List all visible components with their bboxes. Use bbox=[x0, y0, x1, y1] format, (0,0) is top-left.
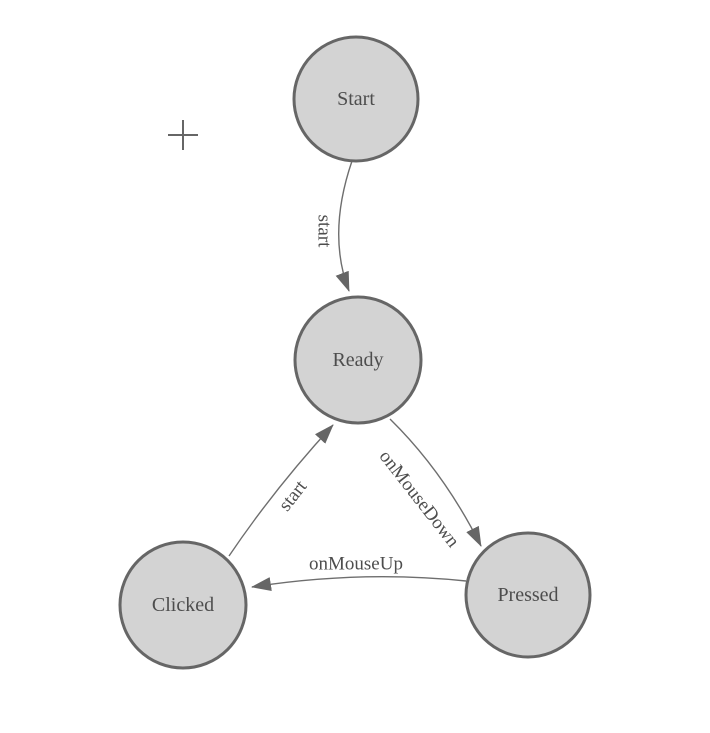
state-node-label: Clicked bbox=[152, 594, 214, 616]
state-node-label: Ready bbox=[332, 349, 383, 371]
transition-line[interactable] bbox=[389, 418, 482, 547]
state-circle[interactable] bbox=[118, 540, 248, 670]
transition-edge-start-to-ready[interactable]: start bbox=[314, 160, 353, 292]
transition-edge-pressed-to-clicked[interactable]: onMouseUp bbox=[251, 554, 467, 591]
state-node-label: Pressed bbox=[497, 584, 558, 606]
state-circle[interactable] bbox=[292, 35, 420, 163]
state-node-start[interactable]: Start bbox=[292, 35, 420, 163]
transition-label: onMouseUp bbox=[309, 554, 403, 575]
transition-label: start bbox=[275, 476, 312, 515]
state-circle[interactable] bbox=[464, 531, 592, 659]
state-node-pressed[interactable]: Pressed bbox=[464, 531, 592, 659]
transition-label: start bbox=[314, 215, 335, 248]
state-circle[interactable] bbox=[293, 295, 423, 425]
origin-crosshair-icon bbox=[168, 120, 198, 150]
transition-label: onMouseDown bbox=[375, 446, 464, 552]
transition-line[interactable] bbox=[228, 424, 334, 557]
state-node-label: Start bbox=[337, 88, 375, 110]
state-node-clicked[interactable]: Clicked bbox=[118, 540, 248, 670]
transition-line[interactable] bbox=[335, 160, 353, 292]
state-node-ready[interactable]: Ready bbox=[293, 295, 423, 425]
transition-edge-ready-to-pressed[interactable]: onMouseDown bbox=[375, 418, 482, 552]
transition-line[interactable] bbox=[251, 575, 467, 591]
transition-edge-clicked-to-ready[interactable]: start bbox=[228, 424, 334, 557]
